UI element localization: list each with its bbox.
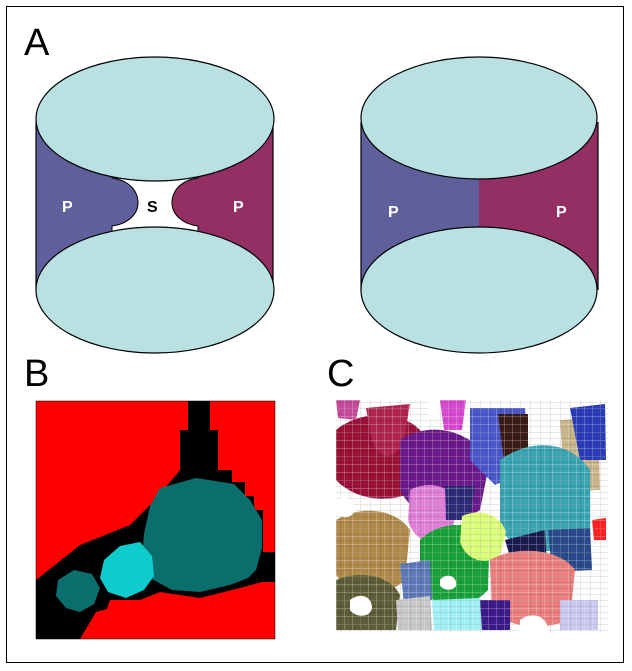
cylinder-left-top-cap [35, 56, 275, 182]
cylinder-right-label-p-left: P [388, 204, 399, 221]
cylinder-left-label-p-right: P [233, 199, 244, 216]
cylinder-left-phase-right [171, 121, 274, 291]
cylinder-left: P S P [35, 56, 275, 354]
cylinder-left-label-p-left: P [62, 199, 73, 216]
cylinder-right: P P [360, 56, 599, 354]
panel-c-grain-structure [330, 400, 608, 632]
panel-label-c: C [327, 353, 355, 395]
grain-large [142, 478, 262, 592]
cylinder-left-label-s: S [147, 199, 158, 216]
cylinder-right-label-p-right: P [556, 204, 567, 221]
panel-b-grain-map [35, 400, 276, 640]
cylinder-left-phase-left [35, 121, 139, 291]
cylinder-left-bottom-cap [35, 226, 275, 354]
grain-small-dark [56, 570, 100, 612]
figure-frame [6, 6, 624, 663]
cylinder-right-top-cap [360, 56, 598, 180]
grain-small [100, 542, 154, 598]
cylinder-right-bottom-cap [360, 226, 598, 354]
panel-label-a: A [24, 22, 50, 64]
panel-label-b: B [24, 353, 50, 395]
